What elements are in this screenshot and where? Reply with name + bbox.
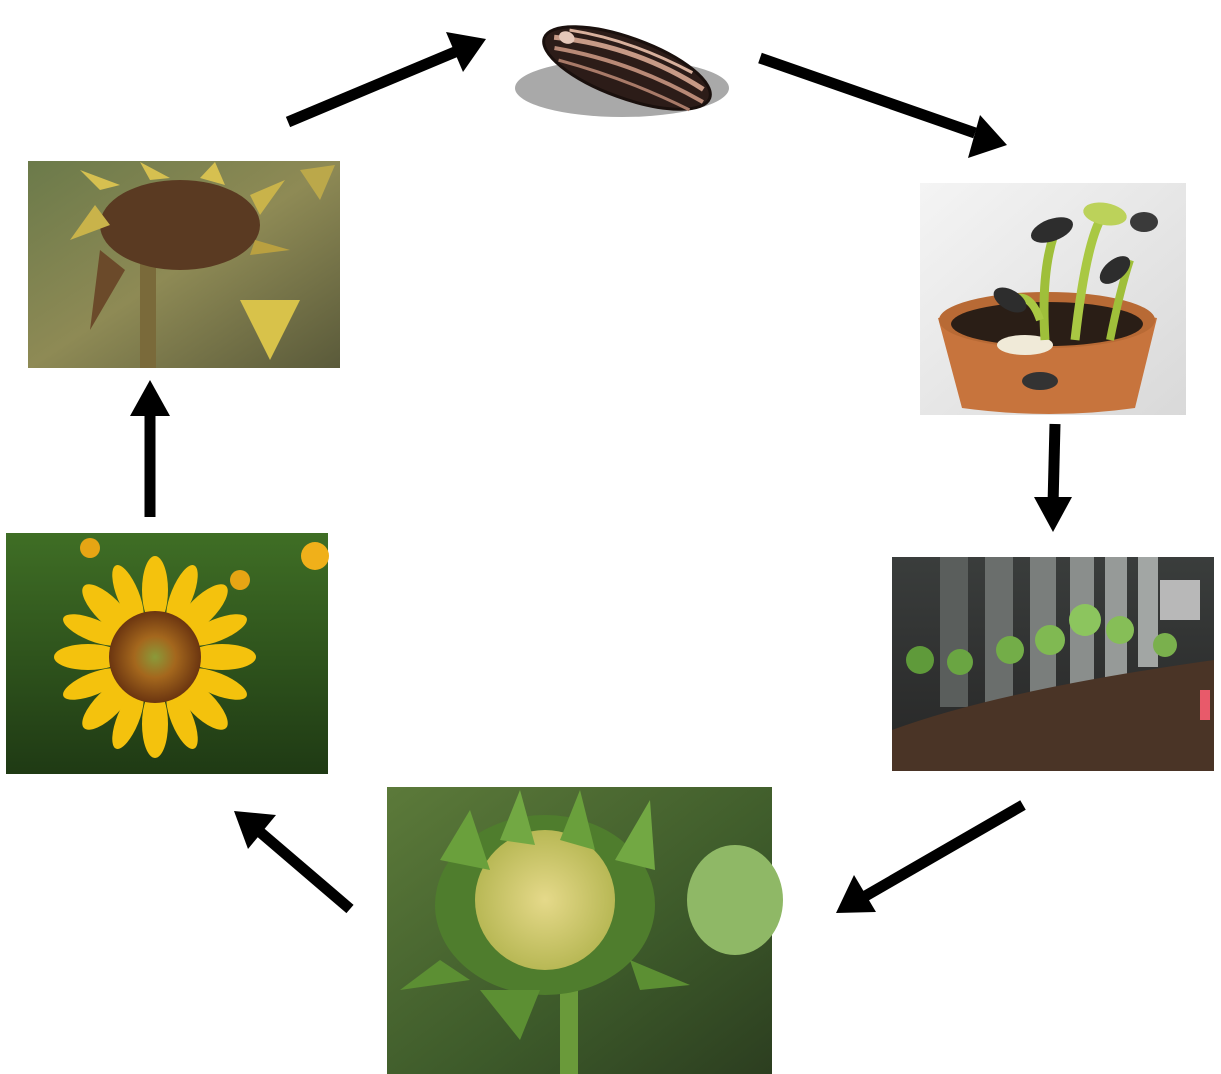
- young-plants-stage: [892, 557, 1214, 771]
- blooming-flower-stage: [6, 533, 329, 774]
- arrow-wilting-to-seed: [288, 32, 486, 122]
- arrow-bloom-to-wilting: [130, 380, 170, 517]
- arrow-seed-to-seedlings: [760, 58, 1007, 158]
- seed-stage: [515, 10, 729, 127]
- arrow-young-plants-to-bud: [836, 805, 1023, 913]
- arrow-bud-to-bloom: [234, 811, 350, 909]
- arrow-seedlings-to-young-plants: [1034, 424, 1072, 532]
- flower-bud-stage: [387, 787, 783, 1074]
- sprouting-seedlings-stage: [920, 183, 1186, 415]
- sunflower-center: [109, 611, 201, 703]
- wilting-flower-stage: [28, 161, 340, 368]
